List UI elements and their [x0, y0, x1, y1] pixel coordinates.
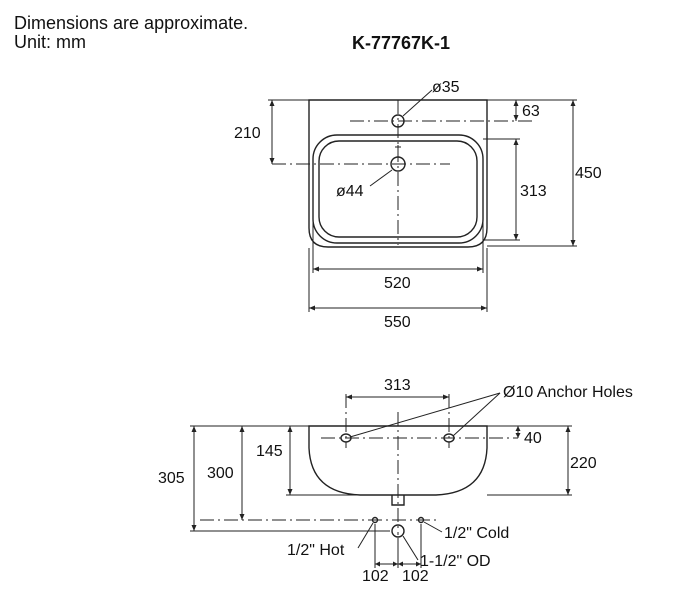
tap-leader — [402, 89, 433, 117]
dim-63-label: 63 — [522, 103, 540, 120]
arrow — [416, 561, 421, 567]
dim-220-label: 220 — [570, 455, 597, 472]
anchor-leader-right — [452, 392, 501, 437]
drain-label: 1-1/2" OD — [420, 553, 491, 570]
arrow — [513, 139, 519, 145]
tap-hole-label: ø35 — [432, 79, 460, 96]
arrow — [346, 394, 352, 400]
arrow — [269, 100, 275, 106]
arrow — [239, 514, 245, 520]
drain-outlet — [391, 524, 405, 538]
arrow — [287, 426, 293, 432]
model-number: K-77767K-1 — [352, 33, 451, 53]
arrow — [239, 426, 245, 432]
dim-40-label: 40 — [524, 430, 542, 447]
basin-front-outline — [308, 425, 488, 496]
dim-210-label: 210 — [234, 125, 261, 142]
hot-label: 1/2" Hot — [287, 542, 345, 559]
hot-supply — [371, 516, 379, 524]
dim-550-label: 550 — [384, 314, 411, 331]
arrow — [515, 426, 521, 431]
arrow — [515, 433, 521, 438]
arrow — [191, 525, 197, 531]
note-line-1: Dimensions are approximate. — [14, 13, 249, 33]
arrow — [443, 394, 449, 400]
overflow-leader — [369, 169, 393, 187]
arrow — [309, 305, 315, 311]
front-view: 313 Ø10 Anchor Holes 40 220 145 300 — [158, 377, 633, 585]
arrow — [513, 115, 519, 121]
anchor-holes-label: Ø10 Anchor Holes — [503, 384, 633, 401]
arrow — [313, 266, 319, 272]
dim-300-label: 300 — [207, 465, 234, 482]
cold-label: 1/2" Cold — [444, 525, 509, 542]
hot-leader — [357, 522, 374, 549]
arrow — [481, 305, 487, 311]
cold-supply — [417, 516, 425, 524]
dim-520-label: 520 — [384, 275, 411, 292]
drain-leader — [402, 535, 419, 561]
arrow — [375, 561, 380, 567]
arrow — [513, 100, 519, 106]
basin-outline — [308, 99, 488, 248]
arrow — [565, 426, 571, 432]
dim-145-label: 145 — [256, 443, 283, 460]
cold-leader — [423, 521, 443, 533]
arrow — [191, 426, 197, 432]
approximate-note: Dimensions are approximate. Unit: mm — [14, 14, 248, 52]
arrow — [393, 561, 398, 567]
drain-tail — [391, 495, 405, 506]
arrow — [287, 489, 293, 495]
arrow — [477, 266, 483, 272]
bowl-inner — [318, 140, 478, 238]
dim-313-label: 313 — [520, 183, 547, 200]
arrow — [269, 158, 275, 164]
note-line-2: Unit: mm — [14, 32, 86, 52]
dim-305-label: 305 — [158, 470, 185, 487]
dim-102-left-label: 102 — [362, 568, 389, 585]
overflow-hole-label: ø44 — [336, 183, 364, 200]
arrow — [565, 489, 571, 495]
dim-313-front-label: 313 — [384, 377, 411, 394]
dim-450-label: 450 — [575, 165, 602, 182]
dim-102-right-label: 102 — [402, 568, 429, 585]
arrow — [570, 100, 576, 106]
anchor-leader-left — [349, 392, 501, 438]
arrow — [570, 240, 576, 246]
arrow — [513, 234, 519, 240]
top-view: ø35 ø44 210 63 313 450 520 — [234, 79, 602, 331]
arrow — [398, 561, 403, 567]
